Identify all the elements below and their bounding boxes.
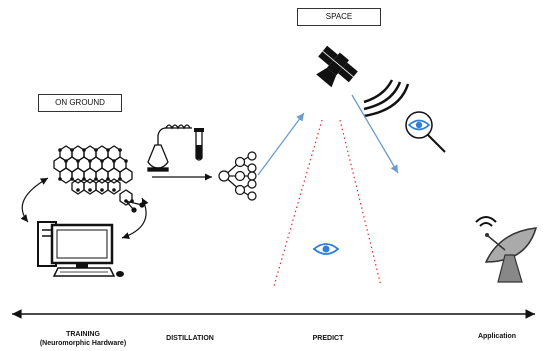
downlink-arrow	[351, 94, 399, 174]
right-cycle-arrow	[121, 197, 149, 239]
stage-predict: PREDICT	[312, 335, 344, 342]
satellite-dish-icon	[475, 216, 538, 283]
stage-application: Application	[477, 333, 517, 340]
stage-training-subtitle: (Neuromorphic Hardware)	[39, 340, 127, 347]
on-ground-box: ON GROUND	[38, 94, 122, 112]
uplink-arrow	[257, 112, 305, 176]
distillation-apparatus-icon	[147, 124, 204, 172]
signal-waves-icon	[363, 79, 410, 118]
left-cycle-arrow	[20, 177, 49, 223]
satellite-icon	[316, 45, 358, 88]
stage-distillation: DISTILLATION	[166, 335, 214, 342]
magnifier-eye-icon	[405, 111, 446, 153]
molecule-network-icon	[53, 145, 145, 213]
beam-right	[339, 119, 382, 287]
space-box: SPACE	[297, 8, 381, 26]
stage-training-title: TRAINING	[66, 331, 100, 338]
computer-icon	[37, 221, 124, 277]
neural-network-icon	[218, 151, 257, 201]
beam-left	[273, 119, 323, 287]
eye-icon	[312, 243, 340, 255]
stage-training: TRAINING (Neuromorphic Hardware)	[28, 330, 138, 348]
